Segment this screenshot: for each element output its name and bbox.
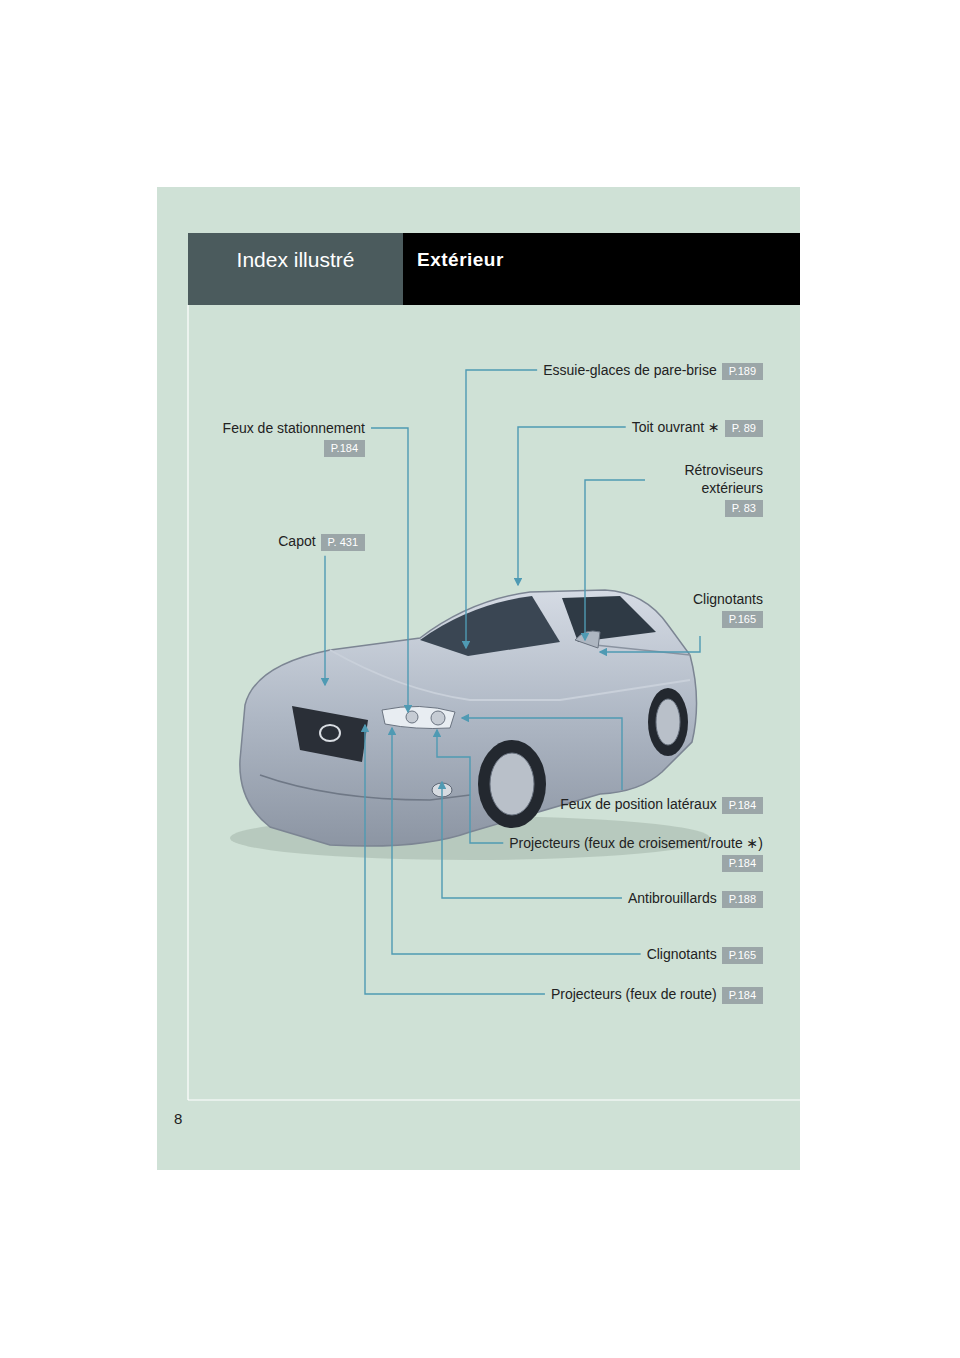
header-bar: Extérieur: [403, 233, 800, 305]
part-name: Clignotants: [693, 590, 763, 608]
part-name: Essuie-glaces de pare-brise: [543, 362, 717, 378]
header-title: Index illustré: [237, 248, 355, 272]
leader-line: [324, 556, 325, 685]
page-reference: P.188: [722, 891, 763, 908]
callout: Projecteurs (feux de route) P.184: [551, 985, 763, 1004]
page-reference: P.184: [722, 987, 763, 1004]
page-reference: P.165: [722, 611, 763, 628]
part-name: Toit ouvrant ∗: [632, 419, 720, 435]
callout: Toit ouvrant ∗ P. 89: [632, 418, 763, 437]
leader-line: [466, 370, 537, 648]
part-name: Clignotants: [647, 946, 717, 962]
page-reference: P.184: [722, 797, 763, 814]
part-name: Antibrouillards: [628, 890, 717, 906]
page-reference: P. 431: [321, 534, 365, 551]
leader-line: [371, 428, 408, 712]
page-reference: P.184: [722, 855, 763, 872]
callout: Rétroviseurs extérieurs P. 83: [651, 461, 763, 517]
callout: Antibrouillards P.188: [628, 889, 763, 908]
page-reference: P.165: [722, 947, 763, 964]
callout: Clignotants P.165: [647, 945, 763, 964]
callout: Feux de position latéraux P.184: [560, 795, 763, 814]
part-name: Rétroviseurs extérieurs: [651, 461, 763, 497]
page-reference: P.184: [324, 440, 365, 457]
part-name: Projecteurs (feux de croisement/route ∗): [509, 834, 763, 852]
leader-line: [600, 636, 700, 652]
part-name: Capot: [278, 533, 315, 549]
part-name: Feux de stationnement: [223, 419, 365, 437]
page-reference: P. 83: [725, 500, 763, 517]
callout: Essuie-glaces de pare-brise P.189: [543, 361, 763, 380]
leader-line: [437, 730, 503, 843]
leader-line: [462, 718, 622, 790]
page-reference: P.189: [722, 363, 763, 380]
section-title: Extérieur: [417, 249, 504, 271]
callout: ClignotantsP.165: [693, 590, 763, 628]
callout: Capot P. 431: [278, 532, 365, 551]
part-name: Feux de position latéraux: [560, 796, 716, 812]
header-tab: Index illustré: [188, 233, 403, 305]
page-reference: P. 89: [725, 420, 763, 437]
leader-line: [518, 427, 626, 585]
page-number: 8: [174, 1110, 182, 1127]
part-name: Projecteurs (feux de route): [551, 986, 717, 1002]
callout: Feux de stationnementP.184: [223, 419, 365, 457]
leader-line: [585, 480, 645, 640]
callout: Projecteurs (feux de croisement/route ∗)…: [509, 834, 763, 872]
leader-line: [365, 725, 545, 994]
